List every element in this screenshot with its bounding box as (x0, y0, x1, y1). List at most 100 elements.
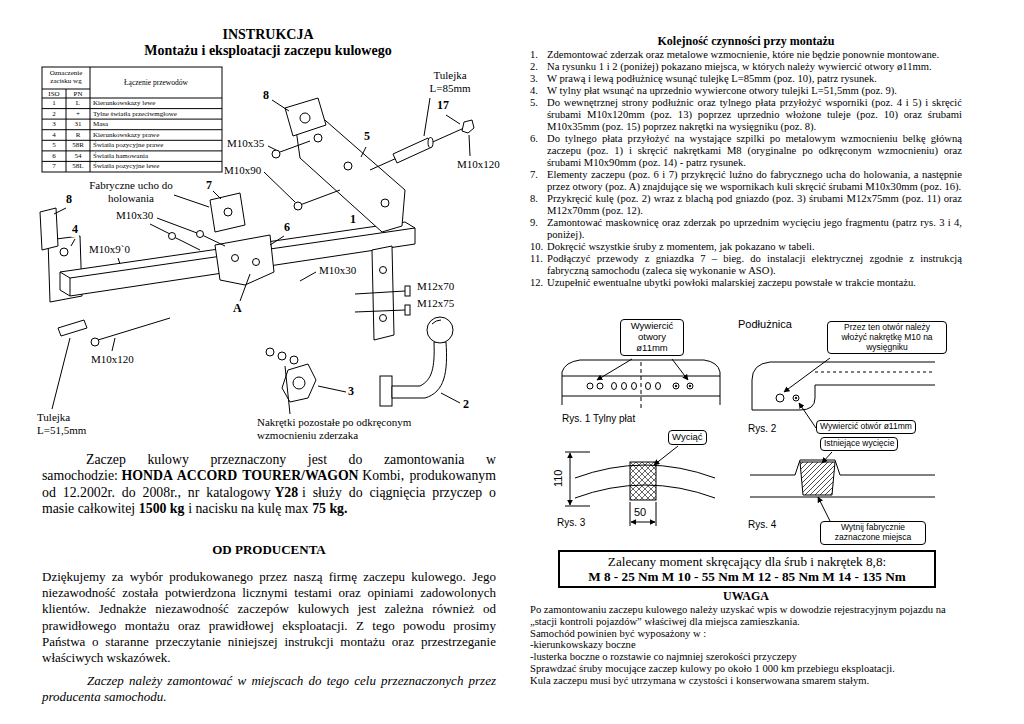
part-label: M10x120 (90, 353, 135, 366)
wiring-table (42, 67, 222, 172)
paragraph: -lusterka boczne o rozstawie co najmniej… (530, 651, 962, 663)
towbar-drawing (380, 315, 387, 322)
figure-caption: Rys. 4 (748, 519, 776, 531)
towbar-drawing (285, 98, 326, 136)
towbar-drawing (253, 259, 260, 266)
leader-line (112, 338, 115, 351)
description-text: Y28 (274, 485, 298, 500)
wiring-table (42, 89, 90, 90)
callout-box: Wytnij fabrycznie zaznaczone miejsca (820, 521, 926, 545)
towbar-drawing (172, 236, 200, 250)
towbar-drawing (40, 98, 474, 406)
leader-line (318, 386, 346, 392)
table-cell: 5 (42, 141, 66, 149)
callout-number: 5 (363, 130, 371, 144)
callout-number: 3 (347, 385, 355, 399)
table-header: Łączenie przewodów (90, 79, 222, 88)
part-label: Fabryczne ucho do holowania (88, 179, 174, 204)
towbar-drawing (355, 310, 405, 312)
paragraph: -kierunkowskazy boczne (530, 639, 962, 651)
table-cell: Kierunkowskazy lewe (93, 99, 221, 107)
table-header: Oznaczenie zacisku wg (42, 69, 90, 85)
leader-line (424, 98, 430, 136)
towbar-drawing (294, 202, 302, 210)
bumper-figure (597, 359, 632, 380)
list-item: 8.Przykręcić kulę (poz. 2) wraz z blachą… (530, 193, 962, 217)
leader-line (272, 100, 289, 111)
step-text: Do tylnego płata przyłożyć na wystające … (547, 133, 962, 169)
step-number: 11. (530, 253, 547, 277)
list-item: 12.Uzupełnić ewentualne ubytki powłoki m… (530, 277, 962, 289)
wiring-table (42, 98, 222, 99)
towbar-drawing (355, 291, 405, 294)
callout-text: Zalecany moment skręcający dla śrub i na… (566, 554, 928, 569)
step-text: Dokręcić wszystkie śruby z momentem, jak… (547, 241, 962, 253)
list-item: 3.W prawą i lewą podłużnicę wsunąć tulej… (530, 73, 962, 85)
callout-box: Wyciąć (668, 430, 707, 445)
factory-cut-figure (822, 452, 832, 463)
table-cell: 3 (42, 120, 66, 128)
list-item: 2.Na rysunku 1 i 2 (poniżej) pokazano mi… (530, 61, 962, 73)
callout-number: 2 (462, 398, 470, 412)
leader-line (71, 239, 75, 246)
factory-cut-figure (750, 497, 935, 498)
towbar-drawing (462, 120, 474, 133)
wiring-table (42, 161, 222, 162)
bumper-figure (675, 385, 677, 387)
cut-figure (565, 446, 715, 526)
part-label: M10x120 (456, 158, 501, 171)
wiring-table (42, 129, 222, 130)
towbar-drawing (380, 267, 387, 274)
side-member-figure (793, 395, 799, 401)
paragraph: Dziękujemy za wybór produkowanego przez … (42, 569, 496, 666)
leader-line (441, 393, 460, 403)
cut-figure (565, 506, 590, 507)
towbar-drawing (272, 150, 280, 158)
callout-box: Przez ten otwór należy włożyć nakrętkę M… (827, 321, 947, 354)
table-cell: 7 (42, 162, 66, 170)
part-label: Tulejka L=51,5mm (36, 411, 100, 436)
side-member-figure (815, 372, 935, 373)
towbar-drawing (405, 286, 410, 296)
cut-figure (565, 452, 590, 453)
part-label: M12x70 (416, 280, 455, 293)
leader-line (268, 146, 276, 150)
step-number: 5. (530, 97, 547, 133)
towbar-drawing (428, 138, 433, 148)
side-member-figure (752, 362, 935, 410)
cut-figure (656, 502, 657, 526)
section-heading: UWAGA (530, 590, 962, 604)
towbar-drawing (60, 248, 68, 256)
cut-figure (631, 522, 655, 523)
factory-cut-figure (800, 462, 835, 495)
part-label: M10x35 (226, 137, 265, 150)
callout-number: 6 (283, 221, 291, 235)
step-number: 4. (530, 85, 547, 97)
leader-line (213, 191, 221, 199)
towbar-drawing (60, 222, 415, 296)
step-number: 6. (530, 133, 547, 169)
document-title: INSTRUKCJA (108, 27, 428, 43)
bumper-figure (689, 385, 691, 387)
callout-text: Wytnij fabrycznie zaznaczone miejsca (824, 523, 922, 543)
product-description: Zaczep kulowy przeznaczony jest do zamon… (42, 452, 496, 518)
figure-caption: Rys. 1 Tylny płat (562, 413, 635, 425)
towbar-drawing (344, 162, 352, 170)
side-member-figure (784, 358, 830, 392)
instruction-list: 1.Zdemontować zderzak oraz metalowe wzmo… (530, 49, 962, 289)
wiring-table (42, 108, 222, 109)
list-item: 10.Dokręcić wszystkie śruby z momentem, … (530, 241, 962, 253)
section-heading: OD PRODUCENTA (42, 543, 496, 558)
table-cell: L (66, 99, 90, 107)
paragraph: Zaczep należy zamontować w miejscach do … (42, 673, 496, 705)
callout-box: Wywiercić otwór ø11mm (816, 420, 916, 434)
table-cell: 54 (66, 152, 90, 160)
towbar-drawing (40, 208, 58, 250)
leader-line (285, 366, 290, 414)
step-text: Uzupełnić ewentualne ubytki powłoki mala… (547, 277, 962, 289)
wiring-table (42, 140, 222, 141)
table-cell: 4 (42, 131, 66, 139)
callout-text: Przez ten otwór należy włożyć nakrętkę M… (831, 323, 943, 352)
part-label: M10x30 (115, 209, 154, 222)
